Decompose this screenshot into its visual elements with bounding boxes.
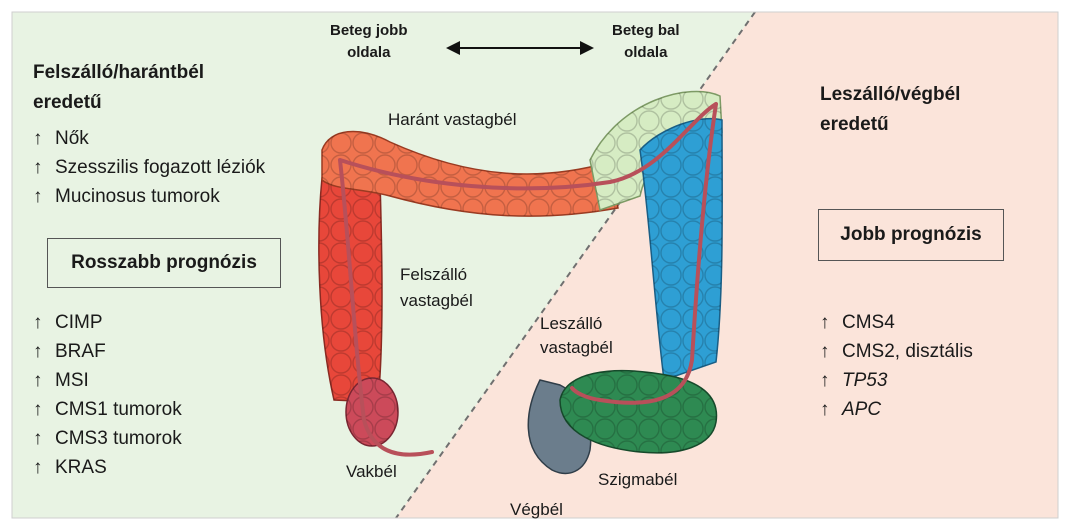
list-item: ↑MSI (33, 366, 182, 395)
increase-arrow-icon: ↑ (33, 153, 55, 182)
increase-arrow-icon: ↑ (820, 395, 842, 424)
patient-left-line-2: oldala (612, 42, 680, 64)
patient-right-label: Beteg jobb oldala (330, 20, 408, 64)
patient-right-line-2: oldala (330, 42, 408, 64)
list-item: ↑BRAF (33, 337, 182, 366)
increase-arrow-icon: ↑ (33, 182, 55, 211)
left-markers-list: ↑CIMP ↑BRAF ↑MSI ↑CMS1 tumorok ↑CMS3 tum… (33, 308, 182, 482)
list-item: ↑CMS3 tumorok (33, 424, 182, 453)
patient-right-line-1: Beteg jobb (330, 20, 408, 42)
increase-arrow-icon: ↑ (33, 424, 55, 453)
list-item: ↑Szesszilis fogazott léziók (33, 153, 265, 182)
list-item: ↑KRAS (33, 453, 182, 482)
list-item: ↑CMS2, disztális (820, 337, 973, 366)
descending-colon-label: Leszálló vastagbél (540, 312, 613, 360)
increase-arrow-icon: ↑ (33, 124, 55, 153)
rectum-label: Végbél (510, 500, 563, 520)
patient-left-label: Beteg bal oldala (612, 20, 680, 64)
list-item: ↑APC (820, 395, 973, 424)
ascending-line-1: Felszálló (400, 262, 473, 288)
better-prognosis-box: Jobb prognózis (818, 209, 1004, 261)
increase-arrow-icon: ↑ (33, 337, 55, 366)
list-item: ↑TP53 (820, 366, 973, 395)
worse-prognosis-label: Rosszabb prognózis (71, 252, 257, 274)
better-prognosis-label: Jobb prognózis (840, 224, 981, 246)
list-item: ↑CMS1 tumorok (33, 395, 182, 424)
list-item: ↑CIMP (33, 308, 182, 337)
list-item: ↑Nők (33, 124, 265, 153)
patient-left-line-1: Beteg bal (612, 20, 680, 42)
descending-line-2: vastagbél (540, 336, 613, 360)
sigmoid-label: Szigmabél (598, 470, 677, 490)
ascending-colon-label: Felszálló vastagbél (400, 262, 473, 314)
right-markers-list: ↑CMS4 ↑CMS2, disztális ↑TP53 ↑APC (820, 308, 973, 424)
worse-prognosis-box: Rosszabb prognózis (47, 238, 281, 288)
left-heading: Felszálló/harántbél eredetű (33, 58, 204, 118)
right-heading-line-1: Leszálló/végbél (820, 80, 960, 110)
increase-arrow-icon: ↑ (820, 308, 842, 337)
increase-arrow-icon: ↑ (33, 308, 55, 337)
ascending-line-2: vastagbél (400, 288, 473, 314)
right-heading-line-2: eredetű (820, 110, 960, 140)
right-heading: Leszálló/végbél eredetű (820, 80, 960, 140)
transverse-colon-label: Haránt vastagbél (388, 110, 517, 130)
increase-arrow-icon: ↑ (33, 366, 55, 395)
increase-arrow-icon: ↑ (820, 366, 842, 395)
increase-arrow-icon: ↑ (820, 337, 842, 366)
left-heading-line-2: eredetű (33, 88, 204, 118)
list-item: ↑CMS4 (820, 308, 973, 337)
cecum-label: Vakbél (346, 462, 397, 482)
descending-line-1: Leszálló (540, 312, 613, 336)
left-heading-line-1: Felszálló/harántbél (33, 58, 204, 88)
list-item: ↑Mucinosus tumorok (33, 182, 265, 211)
increase-arrow-icon: ↑ (33, 395, 55, 424)
left-features-list: ↑Nők ↑Szesszilis fogazott léziók ↑Mucino… (33, 124, 265, 211)
increase-arrow-icon: ↑ (33, 453, 55, 482)
